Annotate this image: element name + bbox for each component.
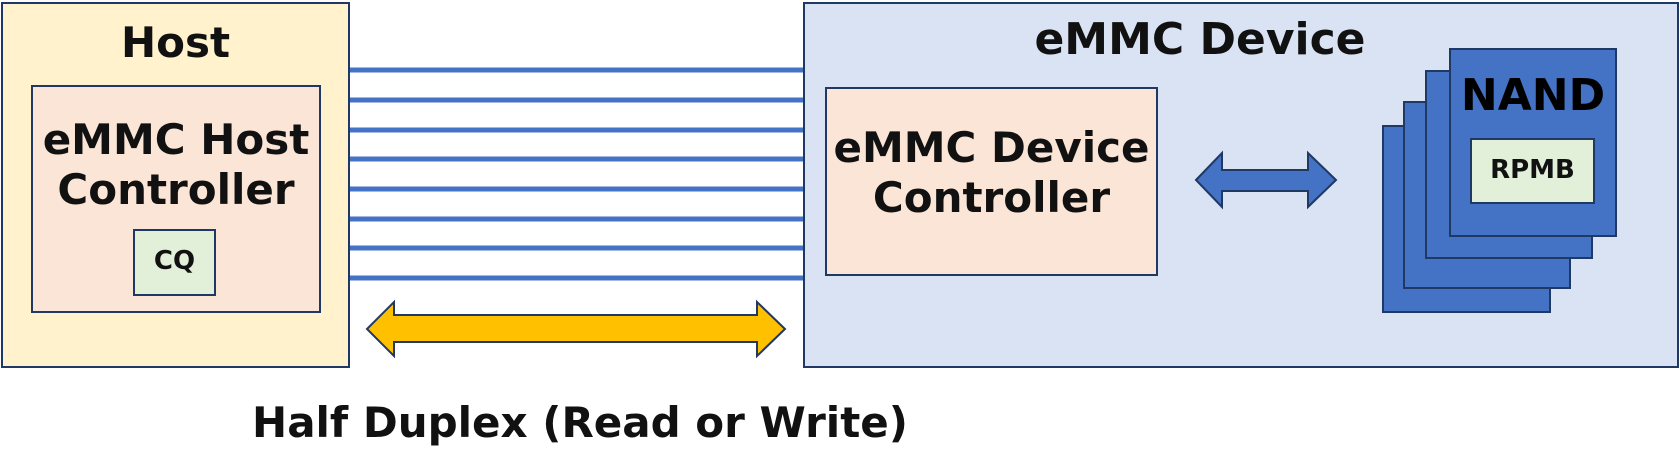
command-queue-label: CQ (153, 246, 196, 276)
rpmb-block (1470, 138, 1595, 204)
device-controller-block (825, 87, 1158, 276)
host-title: Host (120, 18, 231, 67)
device-controller-label: eMMC Device Controller (833, 123, 1150, 222)
device-title: eMMC Device (1034, 14, 1366, 65)
host-controller-label: eMMC Host Controller (42, 115, 310, 214)
nand-label: NAND (1460, 70, 1606, 121)
rpmb-label: RPMB (1490, 155, 1575, 185)
command-queue-block (133, 229, 216, 296)
half-duplex-caption: Half Duplex (Read or Write) (252, 398, 908, 447)
